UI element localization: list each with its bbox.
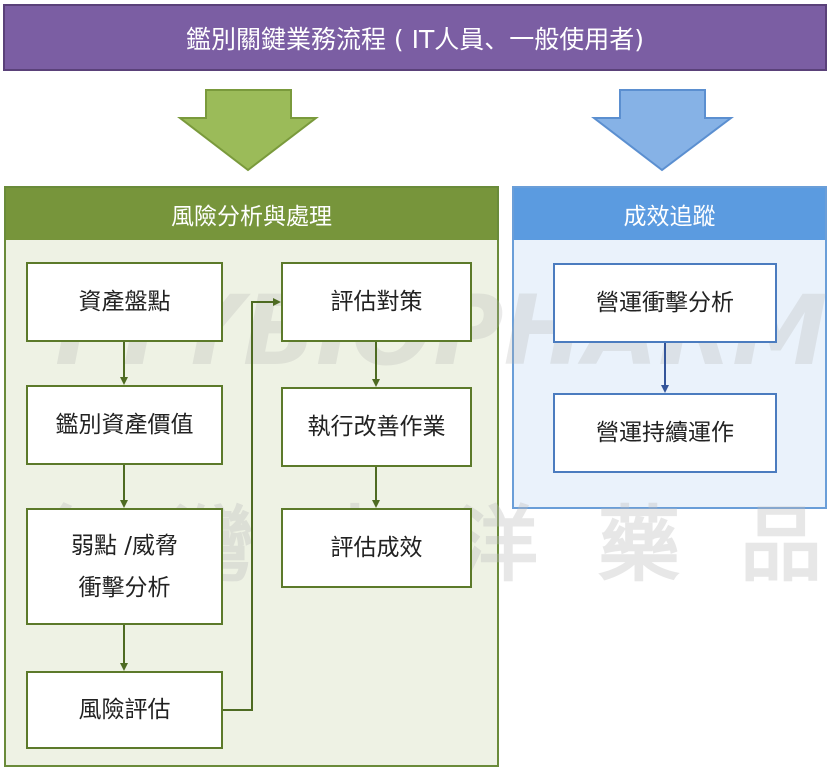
business-continuity-step: 營運持續運作	[553, 393, 777, 473]
business-impact-step: 營運衝擊分析	[553, 263, 777, 343]
asset-inventory-label: 資產盤點	[78, 289, 171, 315]
vulnerability-line-2: 衝擊分析	[78, 574, 171, 601]
business-impact-label: 營運衝擊分析	[596, 290, 734, 316]
asset-value-label: 鑑別資產價值	[55, 412, 194, 438]
green-down-arrow	[177, 89, 319, 172]
business-continuity-label: 營運持續運作	[596, 420, 734, 446]
asset-value-step: 鑑別資產價值	[26, 385, 223, 465]
execute-improvement-step: 執行改善作業	[281, 387, 472, 467]
process-title: 鑑別關鍵業務流程 ( IT人員、一般使用者)	[3, 4, 827, 71]
risk-analysis-header: 風險分析與處理	[6, 188, 497, 240]
evaluate-countermeasures-label: 評估對策	[330, 289, 423, 315]
effect-tracking-header: 成效追蹤	[514, 188, 825, 240]
asset-inventory-step: 資產盤點	[26, 262, 223, 342]
evaluate-effect-label: 評估成效	[330, 535, 423, 561]
vulnerability-line-1: 弱點 /威脅	[70, 532, 179, 559]
risk-assessment-step: 風險評估	[26, 671, 223, 749]
evaluate-countermeasures-step: 評估對策	[281, 262, 472, 342]
blue-down-arrow	[591, 89, 734, 172]
vulnerability-impact-step: 弱點 /威脅 衝擊分析	[26, 508, 223, 625]
evaluate-effect-step: 評估成效	[281, 508, 472, 588]
risk-assessment-label: 風險評估	[78, 697, 171, 723]
execute-improvement-label: 執行改善作業	[307, 414, 446, 440]
arrow-risk-to-countermeasures	[223, 298, 281, 711]
